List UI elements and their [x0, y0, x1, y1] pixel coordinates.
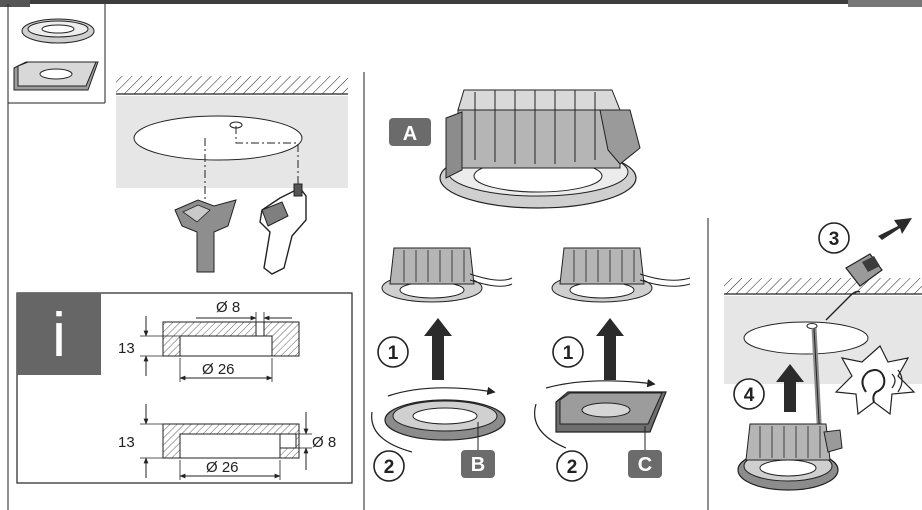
- led-module-a: [439, 89, 641, 209]
- step-1-right-label: 1: [563, 343, 574, 364]
- label-b: B: [471, 454, 485, 476]
- step-1-right-badge: 1: [552, 336, 584, 368]
- square-ring-thumbnail: [13, 61, 99, 91]
- step-4-badge: 4: [733, 378, 765, 410]
- label-a: A: [403, 123, 417, 145]
- pull-arrow: [878, 218, 912, 240]
- step-1-left-badge: 1: [377, 336, 409, 368]
- connector-plug-icon: [825, 253, 883, 321]
- module-round-variant: [381, 247, 513, 303]
- forstner-bit-icon: [174, 199, 237, 273]
- square-large-diameter-label: Ø 26: [206, 459, 239, 476]
- round-small-diameter-label: Ø 8: [216, 299, 240, 316]
- label-c: C: [638, 454, 652, 476]
- round-hole-section: Ø 8 13 Ø 26: [118, 299, 300, 382]
- info-badge: [17, 293, 101, 375]
- step-2-left-label: 2: [384, 457, 395, 478]
- power-drill-icon: [259, 183, 307, 275]
- lift-arrow-right: [596, 318, 624, 380]
- square-depth-label: 13: [118, 434, 135, 451]
- step-2-right-badge: 2: [556, 450, 588, 482]
- step-1-left-label: 1: [388, 343, 399, 364]
- info-letter: i: [52, 301, 66, 370]
- round-trim-ring-b: [371, 386, 506, 453]
- lift-arrow-left: [424, 318, 452, 380]
- step-2-right-label: 2: [567, 457, 578, 478]
- square-small-diameter-label: Ø 8: [312, 434, 336, 451]
- ceiling-drilling-scene: [116, 76, 348, 210]
- label-a-badge: A: [389, 118, 431, 146]
- step-3-label: 3: [829, 229, 840, 250]
- round-large-diameter-label: Ø 26: [202, 361, 235, 378]
- module-square-variant: [551, 247, 691, 303]
- square-trim-ring-c: [534, 378, 667, 449]
- square-hole-section: 13 Ø 26 Ø 8: [118, 404, 336, 480]
- round-ring-thumbnail: [21, 18, 95, 44]
- step-2-left-badge: 2: [373, 450, 405, 482]
- step-3-badge: 3: [818, 222, 850, 254]
- info-panel: i Ø 8 13 Ø 26: [16, 292, 353, 484]
- click-sound-icon: [834, 345, 916, 416]
- label-b-badge: B: [461, 422, 495, 478]
- step-4-label: 4: [744, 385, 755, 406]
- insert-arrow: [776, 364, 804, 412]
- assembled-module: [737, 423, 843, 491]
- installation-scene: [724, 278, 922, 441]
- label-c-badge: C: [628, 426, 662, 478]
- round-depth-label: 13: [118, 340, 135, 357]
